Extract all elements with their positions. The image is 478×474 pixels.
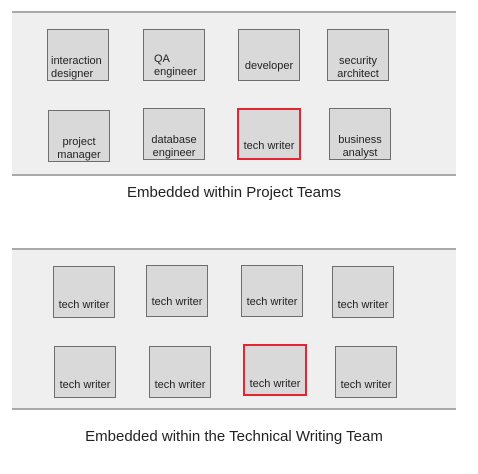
role-label: tech writer — [59, 379, 111, 391]
tech-writing-team-caption: Embedded within the Technical Writing Te… — [85, 428, 383, 445]
role-label: security architect — [337, 55, 379, 80]
role-label: database engineer — [151, 134, 197, 159]
role-label: tech writer — [154, 379, 206, 391]
tech-writer-box-highlighted: tech writer — [243, 344, 307, 396]
role-label: tech writer — [151, 296, 203, 308]
role-box-project-manager: project manager — [48, 110, 110, 162]
role-box-security-architect: security architect — [327, 29, 389, 81]
role-label: business analyst — [338, 134, 382, 159]
tech-writer-box: tech writer — [332, 266, 394, 318]
role-box-developer: developer — [238, 29, 300, 81]
tech-writing-team-panel: tech writer tech writer tech writer tech… — [12, 248, 456, 410]
role-label: tech writer — [58, 299, 110, 311]
tech-writer-box: tech writer — [146, 265, 208, 317]
role-label: tech writer — [340, 379, 392, 391]
tech-writer-box: tech writer — [54, 346, 116, 398]
tech-writer-box: tech writer — [53, 266, 115, 318]
role-label: QA engineer — [154, 53, 197, 78]
role-label: interaction designer — [51, 55, 102, 80]
role-label: tech writer — [337, 299, 389, 311]
tech-writer-box: tech writer — [149, 346, 211, 398]
role-label: tech writer — [249, 378, 301, 390]
role-label: developer — [244, 60, 294, 72]
role-label: tech writer — [246, 296, 298, 308]
project-teams-caption: Embedded within Project Teams — [127, 184, 341, 201]
tech-writer-box: tech writer — [241, 265, 303, 317]
role-label: project manager — [57, 136, 101, 161]
tech-writer-box: tech writer — [335, 346, 397, 398]
role-box-interaction-designer: interaction designer — [47, 29, 109, 81]
role-box-qa-engineer: QA engineer — [143, 29, 205, 81]
role-box-database-engineer: database engineer — [143, 108, 205, 160]
role-label: tech writer — [243, 140, 295, 152]
project-teams-panel: interaction designer QA engineer develop… — [12, 11, 456, 176]
role-box-business-analyst: business analyst — [329, 108, 391, 160]
role-box-tech-writer-highlighted: tech writer — [237, 108, 301, 160]
